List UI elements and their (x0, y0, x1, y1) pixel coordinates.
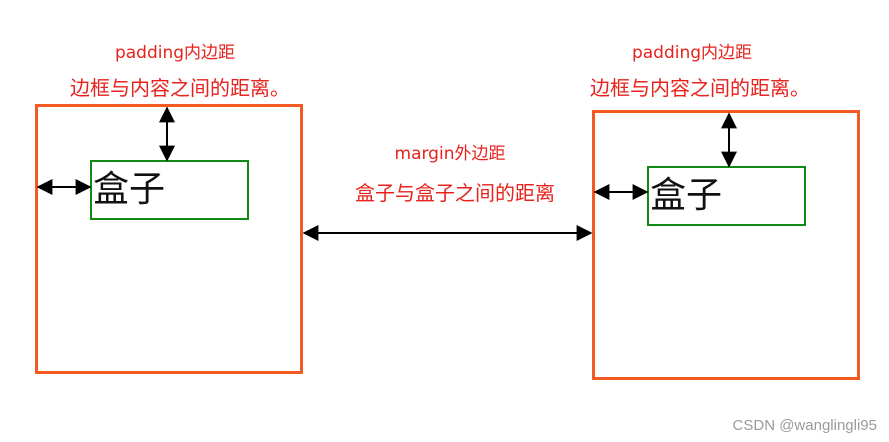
right-padding-title: padding内边距 (631, 43, 753, 63)
margin-description: 盒子与盒子之间的距离 (355, 181, 555, 205)
left-content-text: 盒子 (93, 169, 166, 210)
right-padding-description: 边框与内容之间的距离。 (590, 76, 810, 100)
left-padding-title: padding内边距 (114, 43, 236, 63)
right-border-box (592, 110, 860, 380)
watermark: CSDN @wanglingli95 (732, 417, 877, 434)
left-padding-description: 边框与内容之间的距离。 (70, 76, 290, 100)
left-border-box (35, 104, 303, 374)
right-content-text: 盒子 (650, 175, 723, 216)
margin-title: margin外边距 (394, 144, 506, 164)
